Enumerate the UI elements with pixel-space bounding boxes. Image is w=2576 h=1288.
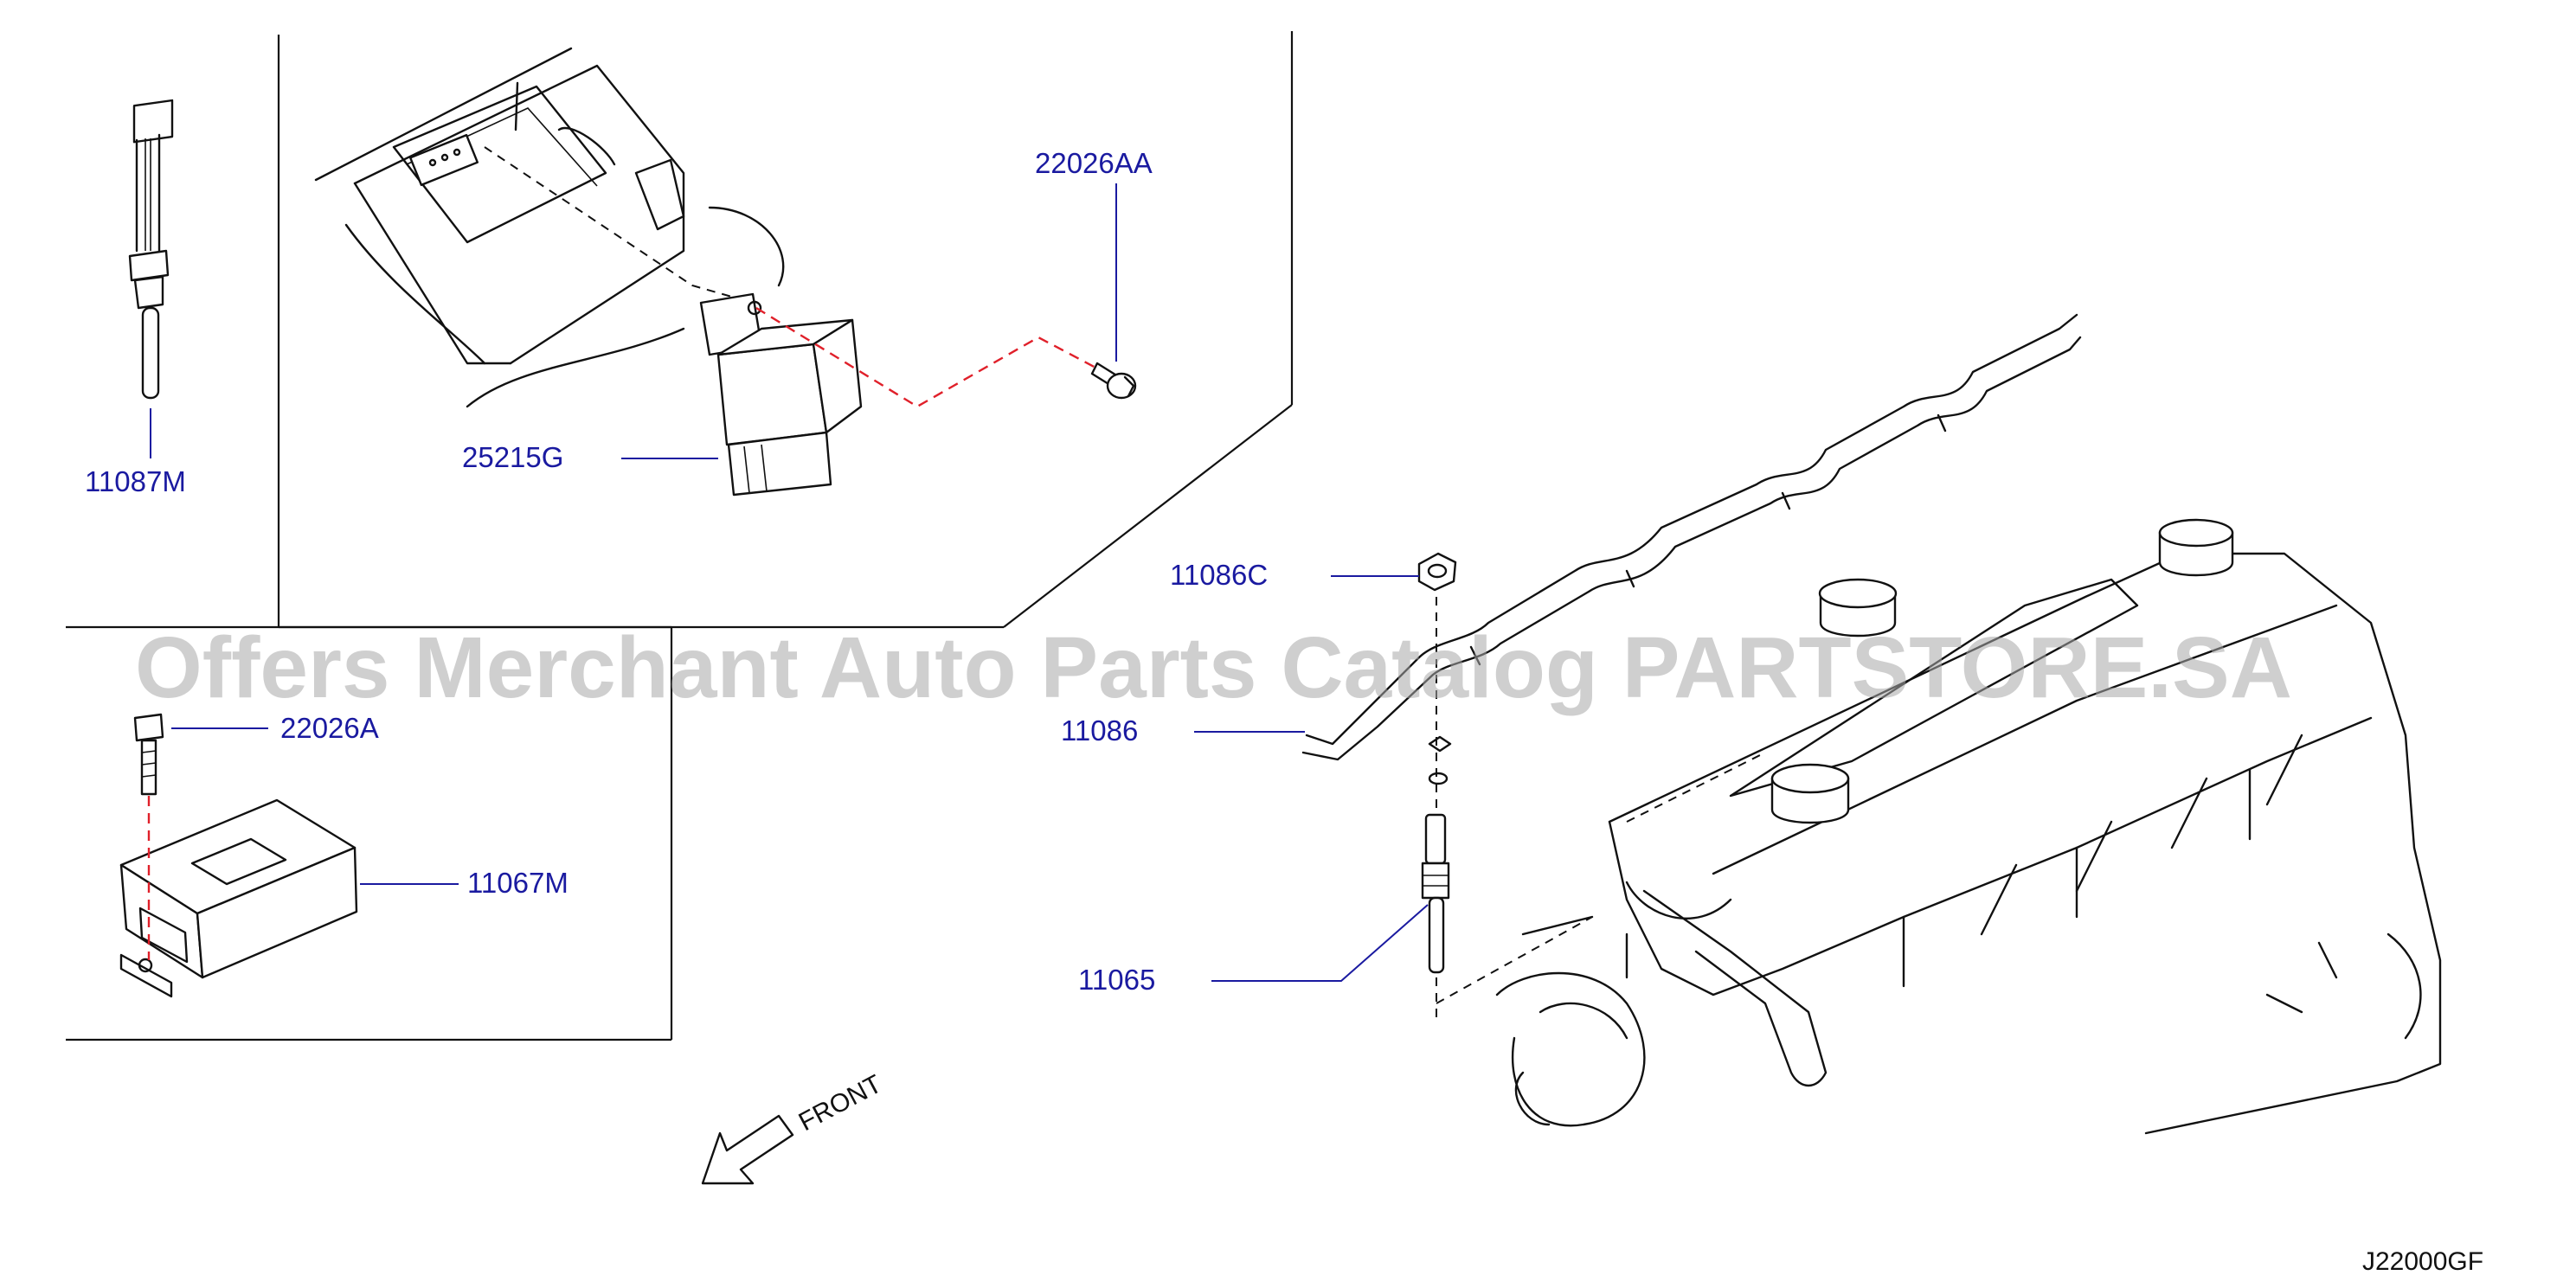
callout-11067m[interactable]: 11067M (360, 867, 569, 899)
relay-25215g-drawing (699, 292, 863, 497)
bolt-22026a-drawing (133, 713, 164, 796)
part-label-11065[interactable]: 11065 (1078, 964, 1155, 996)
part-label-11086[interactable]: 11086 (1061, 714, 1138, 747)
front-direction-arrow-icon (701, 1114, 794, 1185)
panel-frames (66, 31, 1294, 1041)
glow-plug-11065-drawing (1421, 735, 1452, 974)
engine-block-drawing (1436, 518, 2442, 1135)
bolt-22026aa-drawing (1090, 362, 1137, 400)
front-label: FRONT (794, 1070, 887, 1137)
part-label-22026aa[interactable]: 22026AA (1035, 147, 1153, 179)
callout-22026aa[interactable]: 22026AA (1035, 147, 1153, 362)
plate-11086-drawing (1301, 313, 2082, 761)
diagram-code: J22000GF (2362, 1247, 2483, 1276)
watermark-text: Offers Merchant Auto Parts Catalog PARTS… (135, 619, 2292, 716)
relay-bracket-drawing (314, 47, 785, 408)
nut-11086c-drawing (1417, 552, 1457, 592)
callout-11087m[interactable]: 11087M (85, 408, 186, 497)
relay-mount-path (755, 306, 1102, 408)
controller-11067m-drawing (119, 798, 358, 998)
part-label-11067m[interactable]: 11067M (467, 867, 569, 899)
part-label-11087m[interactable]: 11087M (85, 465, 186, 497)
callout-11086[interactable]: 11086 (1061, 714, 1305, 747)
part-label-22026a[interactable]: 22026A (280, 712, 379, 744)
callout-11086c[interactable]: 11086C (1170, 559, 1419, 591)
part-label-11086c[interactable]: 11086C (1170, 559, 1268, 591)
callout-22026a[interactable]: 22026A (171, 712, 379, 744)
callout-11065[interactable]: 11065 (1078, 904, 1429, 996)
callout-25215g[interactable]: 25215G (462, 441, 718, 473)
sensor-11087m-drawing (128, 99, 174, 400)
part-label-25215g[interactable]: 25215G (462, 441, 563, 473)
